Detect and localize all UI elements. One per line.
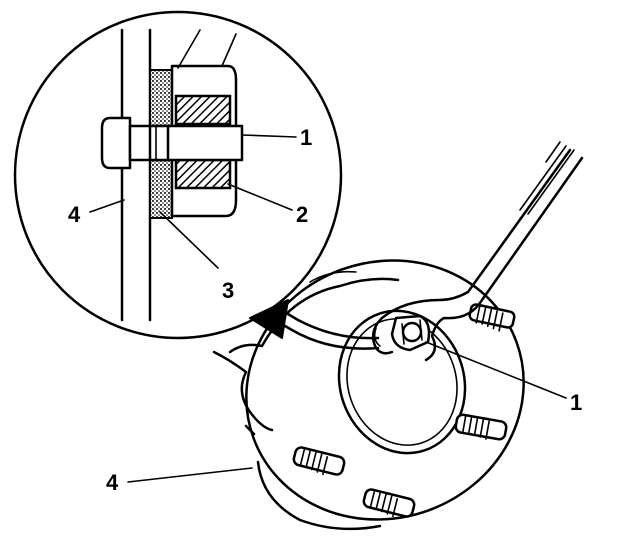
- inset-nut-hatch-bottom: [174, 158, 232, 190]
- wrench: [371, 141, 584, 362]
- inset-bolt-shaft: [128, 124, 244, 162]
- wrench-grip-line-a: [545, 141, 561, 163]
- hub-flange-depth: [256, 460, 382, 531]
- wrench-grip-line-c: [527, 149, 575, 215]
- inset-callout-4: 4: [68, 202, 81, 227]
- hub-assembly: 1 4: [106, 141, 584, 531]
- inset-leader-1: [241, 134, 297, 138]
- hub-rear-housing-top: [228, 277, 400, 354]
- wrench-handle-lower: [371, 148, 572, 355]
- rotation-arrow-shaft-inner: [286, 312, 380, 340]
- inset-circle: [13, 10, 343, 340]
- main-callout-1: 1: [570, 390, 582, 415]
- inset-leader-2: [227, 183, 293, 211]
- rotation-arrow: [249, 299, 380, 350]
- inset-leader-4: [89, 199, 125, 213]
- inset-callout-2: 2: [296, 202, 308, 227]
- rotation-arrow-head: [249, 299, 289, 339]
- inset-housing-line-b: [221, 33, 237, 67]
- inset-nut-hatch-top: [174, 94, 232, 126]
- main-leader-1: [425, 341, 567, 399]
- rotation-arrow-shaft-outer: [276, 320, 380, 350]
- hub-center-bore-inner: [346, 318, 458, 446]
- hub-bolt: [390, 314, 431, 352]
- hub-rear-housing-side: [212, 350, 274, 432]
- inset-leader-3: [159, 211, 219, 269]
- hub-rear-stub: [244, 424, 256, 436]
- wheel-stud-bottom: [362, 488, 416, 518]
- wheel-stud-right: [454, 413, 508, 441]
- wrench-grip-line-b: [519, 145, 567, 211]
- hub-flange-outer: [245, 259, 525, 521]
- inset-callout-3: 3: [222, 278, 234, 303]
- inset-housing-line-a: [177, 29, 201, 69]
- main-leader-4: [127, 467, 253, 483]
- detail-inset: 1 2 3 4: [13, 10, 343, 340]
- hub-center-bore: [337, 309, 467, 455]
- wheel-stud-top-right: [468, 303, 516, 332]
- main-callout-4: 4: [106, 470, 119, 495]
- inset-bolt-collar: [148, 124, 170, 162]
- inset-bolt-head: [100, 116, 132, 170]
- wheel-stud-left: [292, 446, 346, 476]
- inset-callout-1: 1: [300, 125, 312, 150]
- wrench-handle-upper: [424, 156, 584, 362]
